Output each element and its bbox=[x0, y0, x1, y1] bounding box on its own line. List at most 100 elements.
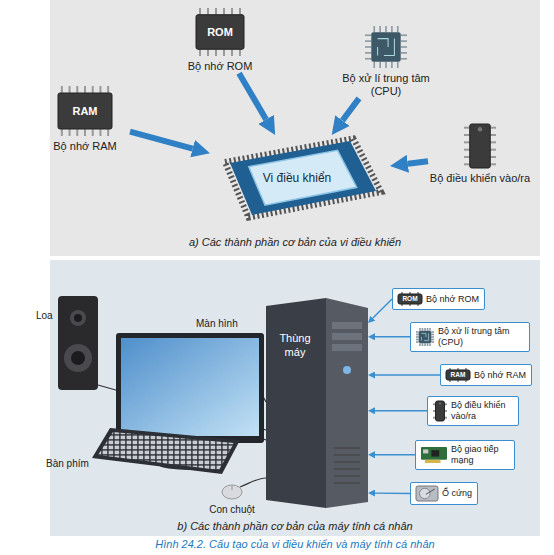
chip-icon: ROM bbox=[196, 8, 244, 56]
chip-pin bbox=[401, 46, 407, 48]
chip-pin bbox=[416, 341, 419, 343]
chip-pin bbox=[422, 328, 424, 331]
chip-body bbox=[436, 401, 445, 421]
hdd-platter bbox=[420, 488, 431, 499]
case-side bbox=[266, 298, 326, 508]
component-label: Bộ điều khiển vào/ra bbox=[430, 172, 530, 185]
case-front bbox=[326, 298, 368, 508]
chip-pin bbox=[397, 26, 399, 32]
component-label: Bộ nhớ RAM bbox=[474, 370, 526, 381]
speaker-tweeter-core bbox=[74, 314, 82, 322]
device-label: Con chuột bbox=[209, 504, 255, 516]
chip-icon: ROM bbox=[398, 292, 422, 306]
chip-pin bbox=[431, 336, 434, 338]
arrow-connector bbox=[239, 73, 266, 119]
case-vent bbox=[334, 461, 360, 462]
chip-pins bbox=[225, 138, 381, 217]
chip-pin bbox=[401, 34, 407, 36]
hdd-icon-graphic bbox=[416, 486, 438, 501]
hdd-icon bbox=[416, 486, 438, 501]
chip-pin bbox=[416, 339, 419, 341]
drive-bay bbox=[332, 333, 362, 340]
card-chip bbox=[431, 450, 439, 456]
chip-pin bbox=[419, 343, 421, 346]
chip-pin bbox=[373, 62, 375, 68]
speaker-woofer-core bbox=[71, 351, 85, 365]
chip-pin bbox=[422, 343, 424, 346]
chip-body bbox=[446, 370, 470, 380]
chip-pin bbox=[391, 26, 393, 32]
speaker-woofer bbox=[64, 344, 92, 372]
case-graphic bbox=[266, 298, 368, 508]
chip-marking: ROM bbox=[402, 296, 417, 303]
chip-body bbox=[470, 124, 490, 168]
device-label: Bàn phím bbox=[46, 458, 89, 470]
chip-pin bbox=[431, 341, 434, 343]
chip-pin bbox=[365, 46, 371, 48]
hdd-body bbox=[416, 486, 438, 501]
drive-bay bbox=[332, 322, 362, 329]
case-vent bbox=[334, 454, 360, 455]
chip-pin bbox=[431, 331, 434, 333]
chip-die bbox=[249, 150, 357, 205]
chip-pin bbox=[379, 62, 381, 68]
chip-pin bbox=[429, 328, 431, 331]
chip-notch bbox=[439, 402, 441, 404]
chip-notch bbox=[478, 127, 482, 131]
chip-pin bbox=[424, 343, 426, 346]
cpu-icon bbox=[365, 26, 407, 68]
arrow-connector bbox=[375, 492, 410, 494]
component-label: Bộ nhớ ROM bbox=[426, 294, 479, 305]
net-icon-graphic bbox=[421, 447, 447, 463]
device-label: Màn hình bbox=[196, 318, 238, 330]
cpu-icon-graphic bbox=[365, 26, 407, 68]
net-icon bbox=[421, 447, 447, 463]
io-icon bbox=[464, 124, 496, 168]
card-port bbox=[423, 449, 428, 453]
hdd-box: Ổ cứng bbox=[410, 482, 478, 505]
chip-icon: RAM bbox=[58, 86, 112, 136]
case-vent bbox=[334, 475, 360, 476]
chip-pin bbox=[424, 328, 426, 331]
network-card bbox=[421, 447, 447, 460]
chip-pin bbox=[419, 328, 421, 331]
component-label: Bộ nhớ RAM bbox=[53, 140, 116, 153]
rom-chip: ROMBộ nhớ ROM bbox=[175, 8, 265, 73]
component-label: Bộ xử lí trung tâm (CPU) bbox=[438, 326, 524, 348]
cpu-icon-graphic bbox=[416, 328, 434, 346]
card-connector bbox=[425, 460, 441, 463]
io-box: Bộ điều khiển vào/ra bbox=[427, 396, 519, 426]
panel-caption: b) Các thành phần cơ bản của máy tính cá… bbox=[177, 520, 412, 533]
arrow-connector bbox=[375, 336, 410, 337]
chip-pin bbox=[373, 26, 375, 32]
chip-pin bbox=[401, 52, 407, 54]
device-label: Loa bbox=[36, 310, 53, 322]
component-label: Ổ cứng bbox=[442, 488, 472, 499]
computer-case: Thùng máy bbox=[266, 298, 368, 508]
chip-pin bbox=[385, 26, 387, 32]
chip-body bbox=[58, 93, 112, 129]
cpu-chip: Bộ xử lí trung tâm (CPU) bbox=[330, 26, 442, 98]
chip-pin bbox=[416, 333, 419, 335]
keyboard bbox=[92, 428, 240, 474]
cpu-body bbox=[371, 32, 400, 61]
case-label: Thùng máy bbox=[272, 332, 318, 360]
cpu-body bbox=[419, 330, 432, 343]
component-label: Bộ xử lí trung tâm (CPU) bbox=[330, 72, 442, 98]
arrow-connector bbox=[375, 410, 427, 411]
arrow-connector bbox=[373, 299, 392, 318]
chip-pin bbox=[385, 62, 387, 68]
figure-caption: Hình 24.2. Cấu tạo của vi điều khiển và … bbox=[155, 538, 434, 551]
cpu-box: Bộ xử lí trung tâm (CPU) bbox=[410, 322, 530, 352]
panel-b bbox=[50, 260, 540, 536]
monitor-screen bbox=[121, 338, 259, 436]
mouse bbox=[222, 485, 242, 499]
case-vent bbox=[334, 482, 360, 483]
cpu-circuit bbox=[378, 39, 395, 56]
cpu-circuit bbox=[421, 333, 428, 340]
mouse-cable bbox=[240, 478, 266, 487]
chip-pin bbox=[365, 40, 371, 42]
ram-chip: RAM Bộ nhớ RAM bbox=[40, 86, 130, 153]
panel-caption: a) Các thành phần cơ bản của vi điều khi… bbox=[189, 236, 401, 249]
